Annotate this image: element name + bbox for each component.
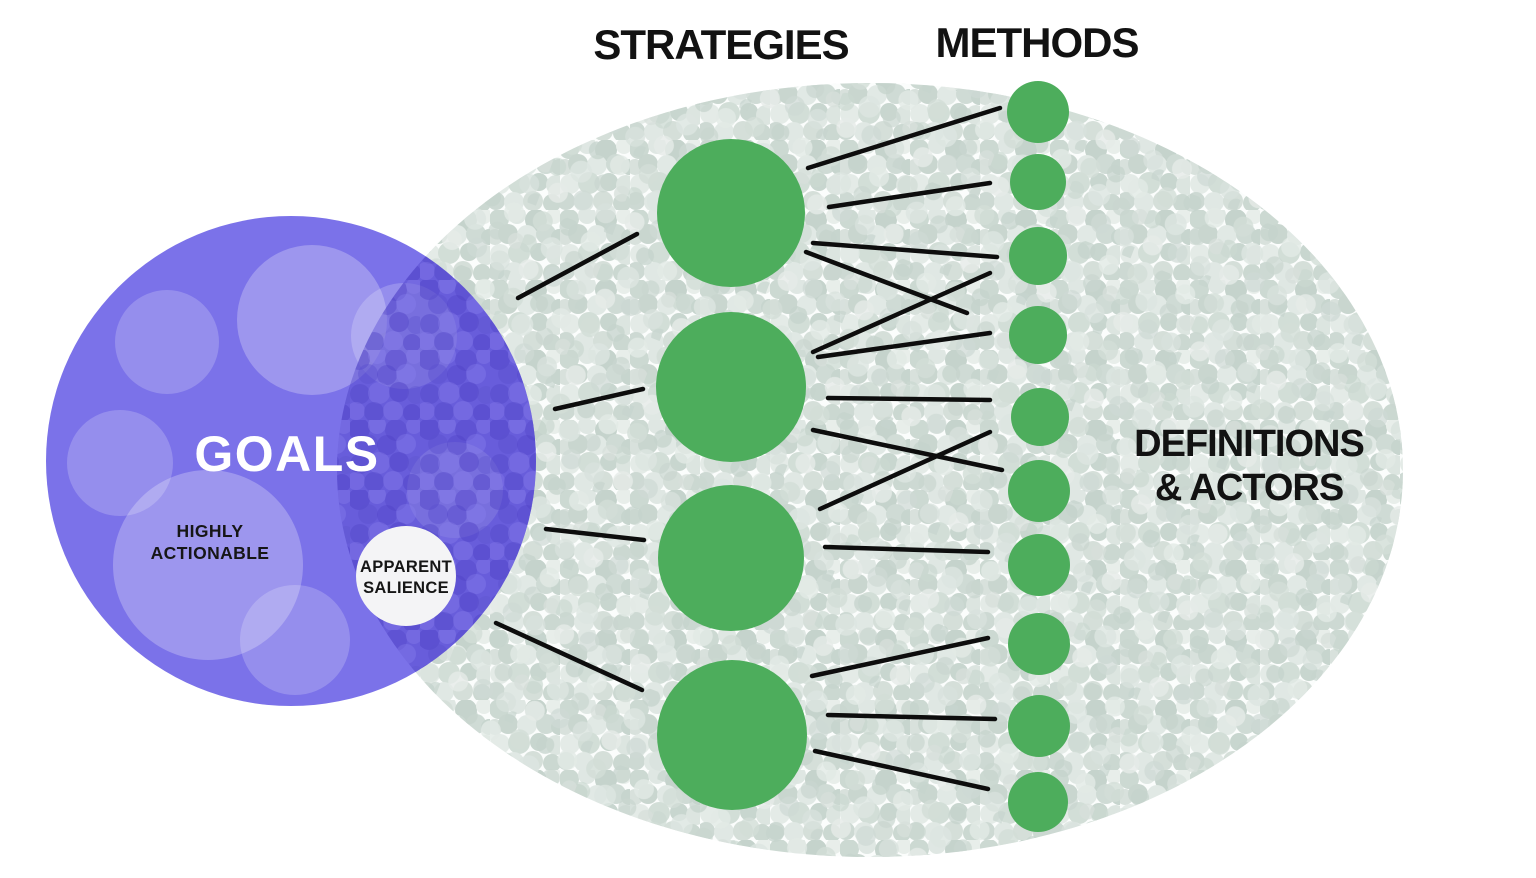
goals-label: GOALS xyxy=(194,426,379,482)
method-circle-1 xyxy=(1007,81,1069,143)
connector-line-15 xyxy=(809,635,991,679)
strategies-heading: STRATEGIES xyxy=(593,21,848,68)
goals-bubble-7 xyxy=(240,585,350,695)
strategy-circle-3 xyxy=(658,485,804,631)
connector-line-1 xyxy=(515,231,640,301)
diagram-labels: STRATEGIES METHODS DEFINITIONS& ACTORS GOAL… xyxy=(151,19,1365,597)
connector-line-12 xyxy=(810,427,1005,473)
method-circle-5 xyxy=(1011,388,1069,446)
connector-line-2 xyxy=(552,386,646,412)
connector-line-11 xyxy=(825,395,993,403)
method-circle-8 xyxy=(1008,613,1070,675)
goals-bubble-2 xyxy=(237,245,387,395)
ellipse-speckle-layer xyxy=(337,83,1403,857)
goals-bubble-5 xyxy=(113,470,303,660)
methods-circles xyxy=(1007,81,1070,832)
apparent-salience-circle xyxy=(356,526,456,626)
connector-line-8 xyxy=(803,249,970,316)
method-circle-9 xyxy=(1008,695,1070,757)
connector-line-10 xyxy=(815,330,993,360)
method-circle-2 xyxy=(1010,154,1066,210)
connector-line-6 xyxy=(826,180,993,210)
strategies-circles xyxy=(656,139,807,810)
connector-line-5 xyxy=(805,105,1003,171)
connector-line-13 xyxy=(817,429,993,512)
methods-heading: METHODS xyxy=(936,19,1139,66)
connector-line-3 xyxy=(543,526,647,543)
definitions-actors-ellipse xyxy=(337,83,1403,857)
connector-line-16 xyxy=(825,712,998,722)
goals-bubble-1 xyxy=(115,290,219,394)
strategy-circle-4 xyxy=(657,660,807,810)
connector-lines xyxy=(493,105,1005,792)
strategy-circle-2 xyxy=(656,312,806,462)
connector-line-7 xyxy=(810,240,1000,260)
goals-bubble-4 xyxy=(67,410,173,516)
method-circle-7 xyxy=(1008,534,1070,596)
method-circle-10 xyxy=(1008,772,1068,832)
method-circle-4 xyxy=(1009,306,1067,364)
definitions-actors-label: DEFINITIONS& ACTORS xyxy=(1134,423,1364,509)
connector-line-9 xyxy=(810,270,993,355)
method-circle-3 xyxy=(1009,227,1067,285)
connector-line-14 xyxy=(822,544,991,555)
method-circle-6 xyxy=(1008,460,1070,522)
strategy-circle-1 xyxy=(657,139,805,287)
connector-line-4 xyxy=(493,620,645,693)
connector-line-17 xyxy=(812,748,991,792)
